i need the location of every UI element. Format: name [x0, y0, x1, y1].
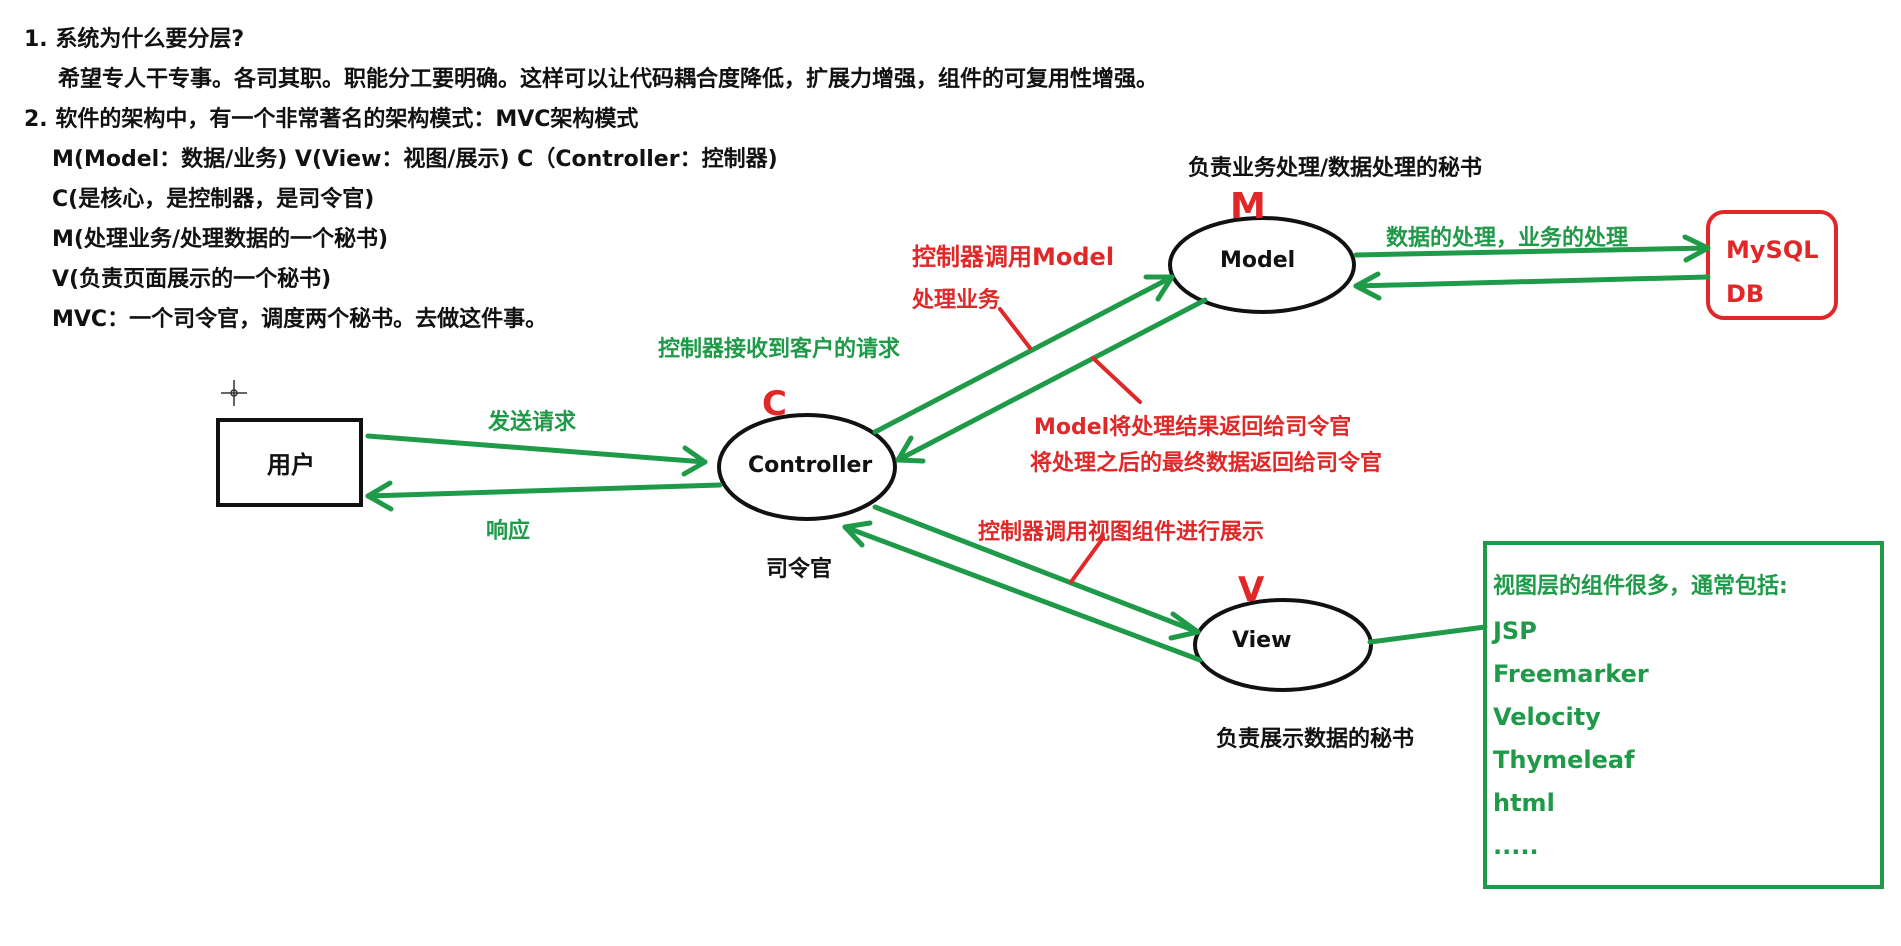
controller-ellipse — [717, 413, 897, 521]
notes-block: 1. 系统为什么要分层? 希望专人干专事。各司其职。职能分工要明确。这样可以让代… — [24, 20, 1158, 340]
model-caption: 负责业务处理/数据处理的秘书 — [1188, 156, 1483, 181]
note-line-5: C(是核心，是控制器，是司令官) — [52, 187, 375, 212]
note-line-3: 2. 软件的架构中，有一个非常著名的架构模式：MVC架构模式 — [24, 107, 639, 132]
model-ellipse — [1168, 216, 1356, 314]
view-caption: 负责展示数据的秘书 — [1216, 727, 1415, 752]
db-box — [1706, 210, 1838, 320]
call-model-arrowhead — [1143, 274, 1175, 302]
send-request-label: 发送请求 — [488, 410, 577, 435]
model-return-arrow — [895, 297, 1208, 463]
note-line-4: M(Model：数据/业务) V(View：视图/展示) C（Controlle… — [52, 147, 778, 172]
send-request-arrowhead — [681, 445, 708, 477]
call-view-pointer — [1069, 536, 1105, 584]
note-line-7: V(负责页面展示的一个秘书) — [52, 267, 332, 292]
view-component-item: Freemarker — [1493, 660, 1649, 688]
view-component-item: Thymeleaf — [1493, 746, 1635, 774]
view-components-box — [1483, 541, 1884, 889]
note-line-2: 希望专人干专事。各司其职。职能分工要明确。这样可以让代码耦合度降低，扩展力增强，… — [58, 67, 1159, 92]
response-label: 响应 — [486, 519, 531, 544]
view-return-arrowhead — [842, 520, 873, 548]
call-model-pointer — [998, 307, 1032, 350]
note-line-6: M(处理业务/处理数据的一个秘书) — [52, 227, 389, 252]
response-arrow — [365, 482, 723, 499]
send-request-arrow — [365, 433, 708, 465]
model-return-label-1: Model将处理结果返回给司令官 — [1034, 415, 1352, 440]
model-label: Model — [1220, 248, 1296, 273]
db-to-model-arrowhead — [1353, 271, 1382, 301]
user-box — [216, 418, 363, 507]
c-letter: C — [762, 384, 787, 424]
db-label-db: DB — [1726, 280, 1765, 308]
view-label: View — [1232, 628, 1292, 653]
model-to-db-arrow — [1353, 245, 1711, 258]
db-to-model-arrow — [1353, 274, 1711, 289]
view-component-item: html — [1493, 789, 1555, 817]
call-view-label: 控制器调用视图组件进行展示 — [978, 520, 1265, 545]
view-to-components-line — [1367, 624, 1488, 645]
view-component-item: Velocity — [1493, 703, 1601, 731]
data-process-label: 数据的处理，业务的处理 — [1386, 226, 1629, 251]
view-box-title: 视图层的组件很多，通常包括: — [1493, 574, 1788, 599]
view-component-item: ..... — [1493, 832, 1539, 860]
note-line-1: 1. 系统为什么要分层? — [24, 27, 245, 52]
call-view-arrow — [872, 504, 1201, 635]
call-model-arrow — [872, 274, 1175, 435]
note-line-8: MVC：一个司令官，调度两个秘书。去做这件事。 — [52, 307, 548, 332]
model-return-pointer — [1091, 356, 1142, 404]
crosshair-icon — [221, 380, 247, 406]
model-return-arrowhead — [895, 435, 926, 464]
controller-receive-label: 控制器接收到客户的请求 — [658, 337, 901, 362]
m-letter: M — [1230, 186, 1266, 227]
view-component-item: JSP — [1493, 617, 1537, 645]
response-arrowhead — [365, 480, 394, 512]
call-view-arrowhead — [1168, 611, 1201, 641]
controller-caption: 司令官 — [766, 557, 833, 582]
call-model-label-1: 控制器调用Model — [912, 243, 1115, 271]
model-return-label-2: 将处理之后的最终数据返回给司令官 — [1030, 451, 1383, 476]
view-components-list: JSP Freemarker Velocity Thymeleaf html .… — [1493, 610, 1649, 868]
user-label: 用户 — [267, 451, 315, 479]
call-model-label-2: 处理业务 — [912, 288, 1001, 313]
view-return-arrow — [842, 524, 1203, 663]
db-label-mysql: MySQL — [1726, 236, 1819, 264]
model-to-db-arrowhead — [1682, 234, 1711, 263]
view-ellipse — [1193, 598, 1373, 692]
controller-label: Controller — [748, 453, 873, 478]
v-letter: V — [1238, 570, 1265, 610]
